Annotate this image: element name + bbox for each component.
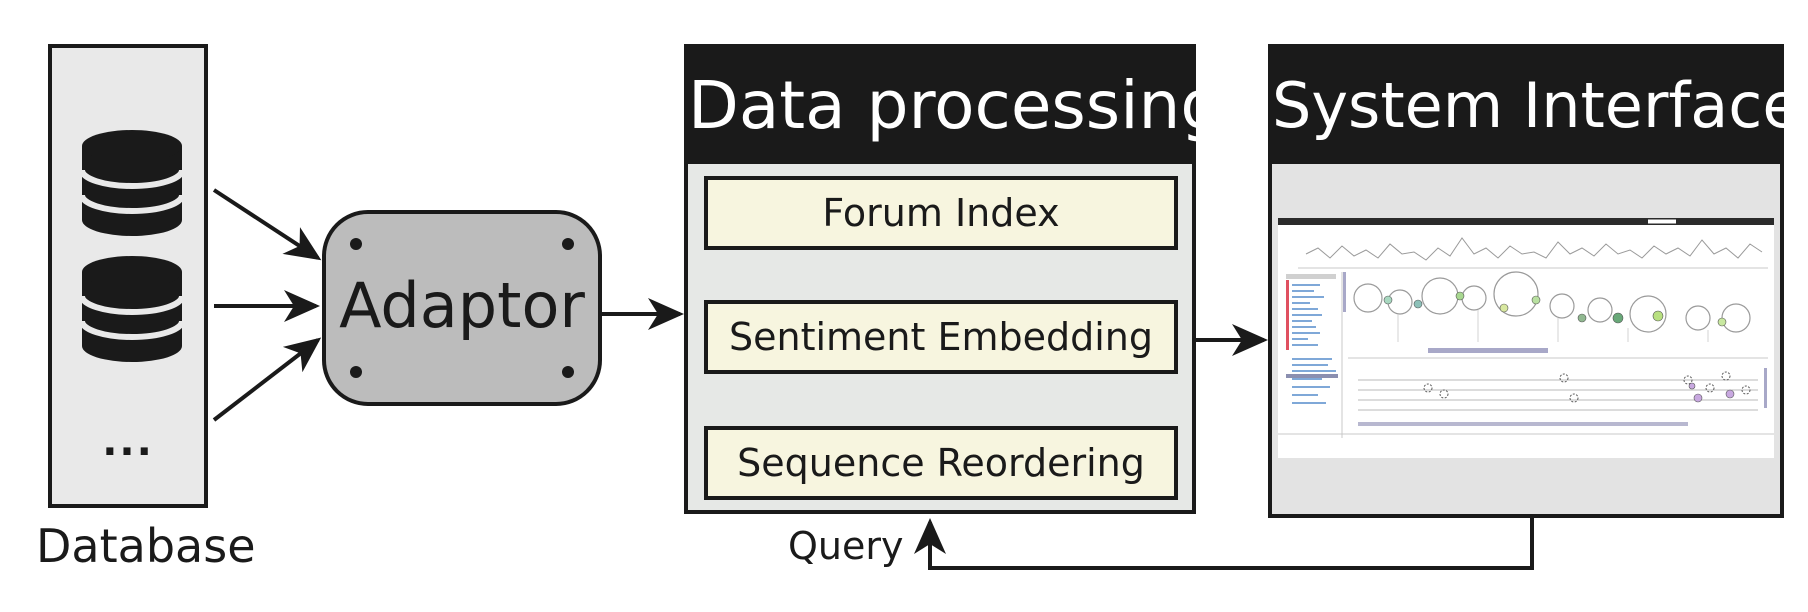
database-ellipsis: ... <box>102 419 154 465</box>
db-to-adaptor-arrow-top <box>212 188 322 261</box>
step-sentiment-embedding: Sentiment Embedding <box>704 300 1178 374</box>
system-interface-panel: System Interface <box>1268 44 1800 518</box>
data-processing-title: Data processing <box>688 48 1222 164</box>
step-forum-index: Forum Index <box>704 176 1178 250</box>
query-feedback-line <box>914 518 1534 570</box>
step-sequence-reordering: Sequence Reordering <box>704 426 1178 500</box>
data-processing-panel: Data processing Forum Index Sentiment Em… <box>684 44 1222 514</box>
adaptor-label: Adaptor <box>339 269 585 342</box>
adaptor-screw-dot <box>562 238 574 250</box>
adaptor-screw-dot <box>562 366 574 378</box>
database-panel: ... <box>48 44 208 508</box>
adaptor-screw-dot <box>350 238 362 250</box>
adaptor-screw-dot <box>350 366 362 378</box>
query-label: Query <box>788 524 904 568</box>
database-icon <box>80 130 184 236</box>
database-label: Database <box>36 519 256 573</box>
system-interface-title: System Interface <box>1272 48 1800 164</box>
interface-screenshot-thumbnail <box>1278 218 1774 458</box>
database-icon <box>80 256 184 362</box>
adaptor-box: Adaptor <box>322 210 602 406</box>
db-to-adaptor-arrow-bottom <box>212 337 322 422</box>
